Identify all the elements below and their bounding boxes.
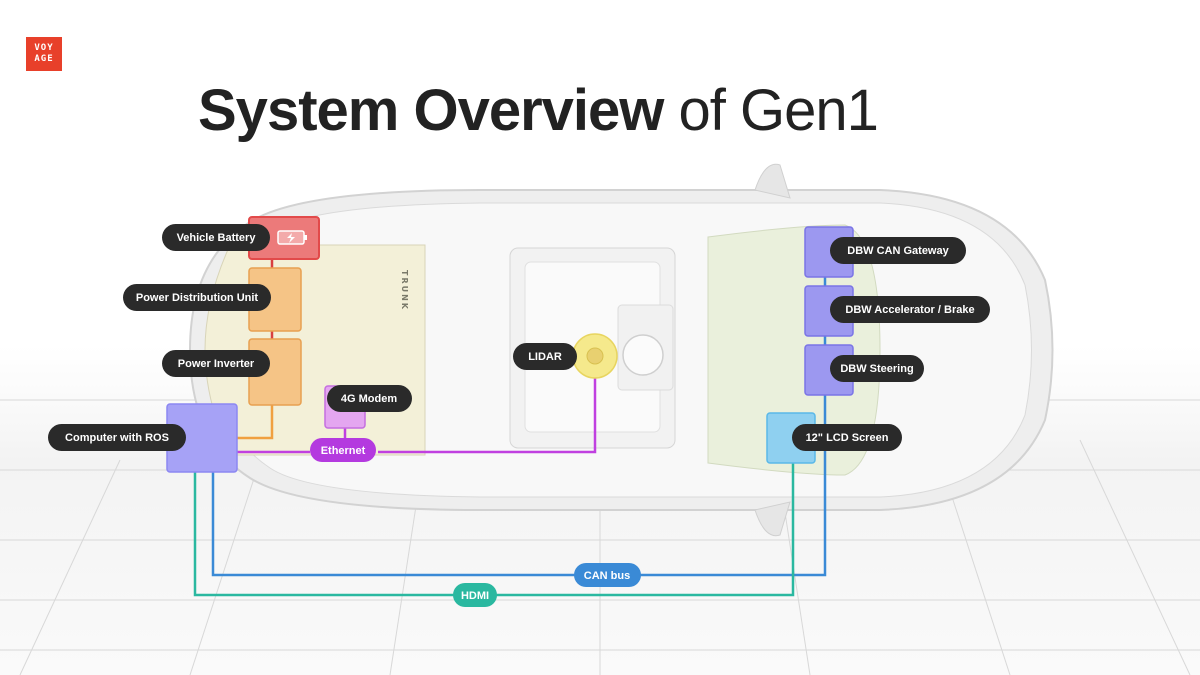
logo-line-2: AGE bbox=[34, 54, 54, 64]
component-labels: Vehicle Battery Power Distribution Unit … bbox=[48, 224, 990, 451]
svg-text:Computer with ROS: Computer with ROS bbox=[65, 432, 169, 444]
can-bus-label: CAN bus bbox=[584, 570, 630, 582]
power-inverter-tag: Power Inverter bbox=[162, 350, 270, 377]
lcd-screen-tag: 12" LCD Screen bbox=[792, 424, 902, 451]
inverter-to-computer-wire bbox=[232, 405, 274, 440]
title-bold: System Overview bbox=[198, 78, 664, 143]
vehicle-battery-tag: Vehicle Battery bbox=[162, 224, 270, 251]
dbw-accelerator-brake-tag: DBW Accelerator / Brake bbox=[830, 296, 990, 323]
svg-text:12" LCD Screen: 12" LCD Screen bbox=[806, 432, 889, 444]
title-rest: of Gen1 bbox=[663, 78, 879, 143]
computer-with-ros-tag: Computer with ROS bbox=[48, 424, 186, 451]
battery-icon bbox=[277, 230, 307, 245]
hdmi-pill: HDMI bbox=[453, 583, 497, 607]
lidar-tag: LIDAR bbox=[513, 343, 577, 370]
svg-text:Power Inverter: Power Inverter bbox=[178, 358, 255, 370]
ethernet-to-lidar-wire bbox=[378, 368, 597, 454]
svg-text:Power Distribution Unit: Power Distribution Unit bbox=[136, 292, 259, 304]
can-bus-pill: CAN bus bbox=[574, 563, 641, 587]
logo-line-1: VOY bbox=[34, 43, 54, 53]
svg-text:DBW Accelerator / Brake: DBW Accelerator / Brake bbox=[845, 304, 974, 316]
svg-text:4G Modem: 4G Modem bbox=[341, 393, 397, 405]
svg-text:DBW Steering: DBW Steering bbox=[840, 363, 913, 375]
trunk-label: TRUNK bbox=[400, 270, 409, 311]
ethernet-pill: Ethernet bbox=[310, 438, 376, 462]
dbw-steering-tag: DBW Steering bbox=[830, 355, 924, 382]
svg-text:DBW CAN Gateway: DBW CAN Gateway bbox=[847, 245, 949, 257]
svg-text:Vehicle Battery: Vehicle Battery bbox=[177, 232, 257, 244]
svg-text:LIDAR: LIDAR bbox=[528, 351, 562, 363]
page-title: System Overview of Gen1 bbox=[198, 78, 879, 144]
modem-4g-tag: 4G Modem bbox=[327, 385, 412, 412]
power-distribution-unit-tag: Power Distribution Unit bbox=[123, 284, 271, 311]
hdmi-label: HDMI bbox=[461, 590, 489, 602]
dbw-can-gateway-tag: DBW CAN Gateway bbox=[830, 237, 966, 264]
ethernet-label: Ethernet bbox=[321, 445, 366, 457]
lidar-sensor-core bbox=[586, 347, 604, 365]
voyage-logo: VOY AGE bbox=[26, 37, 62, 71]
can-bus-wire bbox=[211, 248, 827, 577]
